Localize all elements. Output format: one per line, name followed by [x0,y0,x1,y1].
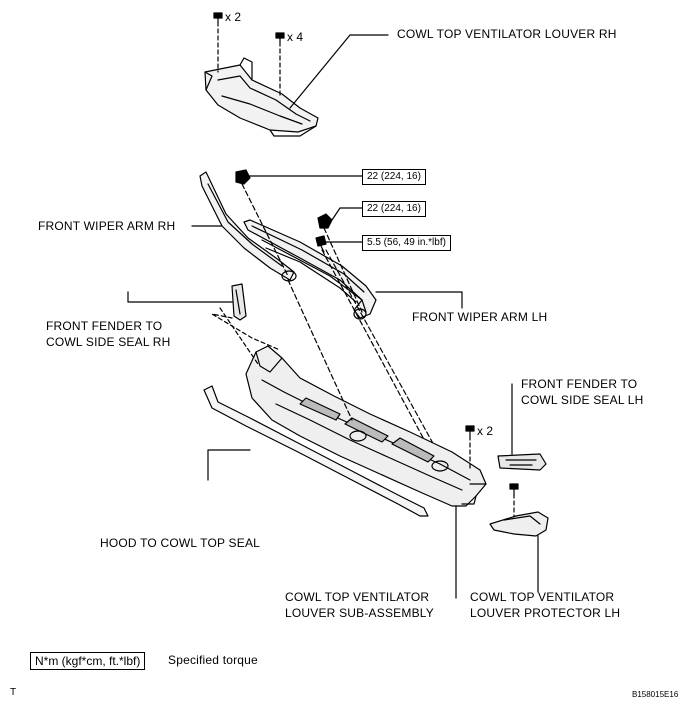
clip-protector-icon [509,483,519,495]
hood-seal-part [203,385,429,517]
footer-code: B158015E16 [632,690,679,699]
label-wiper-arm-rh: FRONT WIPER ARM RH [38,219,176,233]
qty-clip-top-b: x 4 [287,30,304,44]
label-fender-seal-rh-line1: FRONT FENDER TO [46,319,163,333]
clip-top-a-icon [213,12,223,23]
label-fender-seal-lh-line1: FRONT FENDER TO [521,377,638,391]
label-fender-seal-rh-line2: COWL SIDE SEAL RH [46,335,171,349]
footer-left: T [10,687,17,698]
clip-top-b-icon [275,32,285,43]
wiper-arm-rh-part [199,171,297,282]
label-protector-lh-line1: COWL TOP VENTILATOR [470,590,615,604]
nut-1-icon [235,169,251,185]
protector-lh-part [489,511,549,537]
label-louver-sub-line2: LOUVER SUB-ASSEMBLY [285,606,434,620]
fender-seal-lh-part [497,453,547,471]
label-cowl-louver-rh: COWL TOP VENTILATOR LOUVER RH [397,27,617,41]
fender-seal-rh-part [231,283,247,321]
cowl-louver-rh-part [204,57,319,137]
wiper-arm-lh-part [243,219,377,320]
qty-clip-top-a: x 2 [225,10,242,24]
torque-box-3: 5.5 (56, 49 in.*lbf) [362,235,451,251]
legend-text: Specified torque [168,653,258,667]
louver-sub-assembly-part [245,345,487,507]
label-fender-seal-lh-line2: COWL SIDE SEAL LH [521,393,644,407]
clip-mid-icon [465,425,475,437]
label-wiper-arm-lh: FRONT WIPER ARM LH [412,310,548,324]
torque-box-1: 22 (224, 16) [362,169,426,185]
qty-clip-mid: x 2 [477,424,494,438]
label-louver-sub-line1: COWL TOP VENTILATOR [285,590,430,604]
label-hood-seal: HOOD TO COWL TOP SEAL [100,536,261,550]
bolt-icon [315,235,327,253]
nut-2-icon [317,213,333,229]
legend-torque-box: N*m (kgf*cm, ft.*lbf) [30,652,146,670]
label-protector-lh-line2: LOUVER PROTECTOR LH [470,606,621,620]
torque-box-2: 22 (224, 16) [362,201,426,217]
